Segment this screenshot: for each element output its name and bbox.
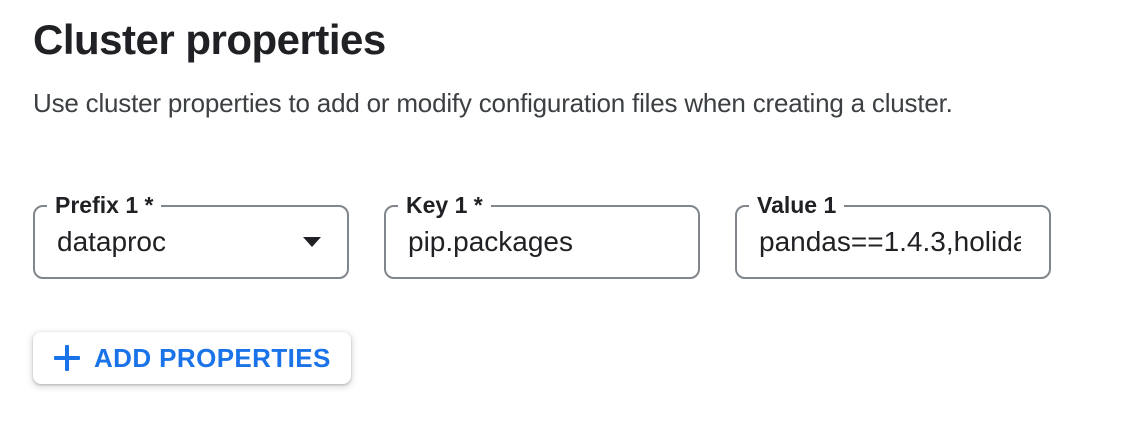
add-properties-label: ADD PROPERTIES (94, 342, 331, 373)
page-title: Cluster properties (33, 16, 386, 63)
dropdown-arrow-icon (303, 237, 321, 247)
key-label: Key 1 * (398, 191, 491, 219)
add-properties-button[interactable]: ADD PROPERTIES (33, 332, 351, 384)
cluster-properties-section: Cluster properties Use cluster propertie… (33, 16, 1122, 384)
key-input[interactable] (408, 226, 684, 258)
value-label: Value 1 (749, 191, 845, 219)
prefix-selected-value: dataproc (57, 226, 166, 257)
prefix-select[interactable]: Prefix 1 * dataproc (33, 191, 349, 279)
value-field: Value 1 (735, 191, 1051, 279)
value-input[interactable] (759, 226, 1035, 258)
prefix-label: Prefix 1 * (47, 191, 162, 219)
section-description: Use cluster properties to add or modify … (33, 88, 953, 118)
property-fields-row: Prefix 1 * dataproc Key 1 * Value 1 (33, 191, 1122, 279)
plus-icon (53, 344, 81, 372)
key-field: Key 1 * (384, 191, 700, 279)
